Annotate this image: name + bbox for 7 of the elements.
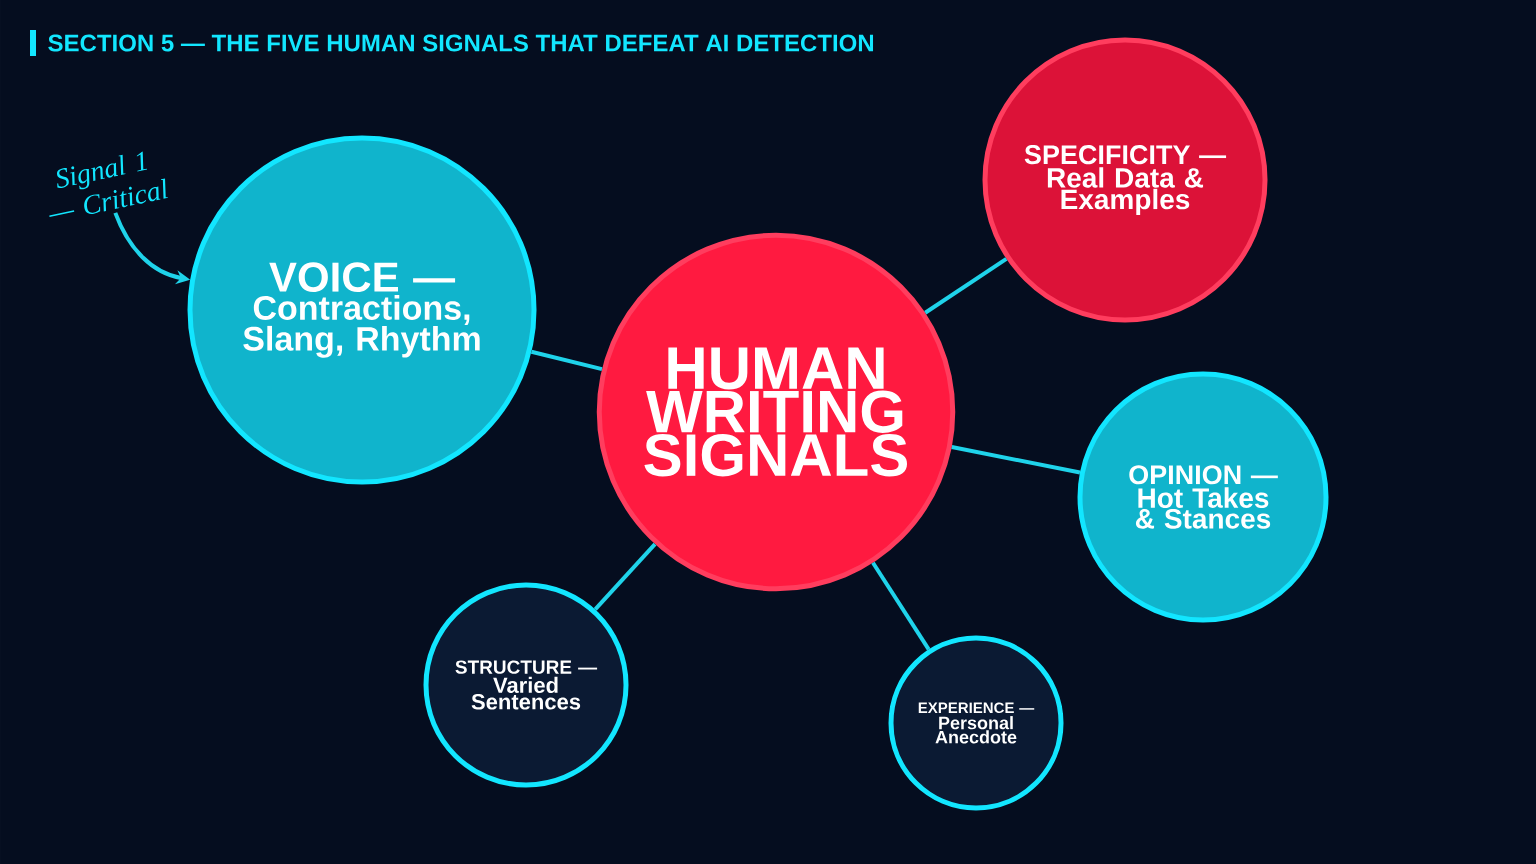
connector-line <box>530 349 603 372</box>
connector-line <box>951 445 1081 475</box>
connector-line <box>924 257 1008 315</box>
handwritten-note: Signal 1 — Critical <box>49 151 168 217</box>
connector-line <box>871 561 931 651</box>
title: SECTION 5 — THE FIVE HUMAN SIGNALS THAT DEFEAT AI DETECTION <box>48 34 874 52</box>
connector-line <box>593 542 657 611</box>
